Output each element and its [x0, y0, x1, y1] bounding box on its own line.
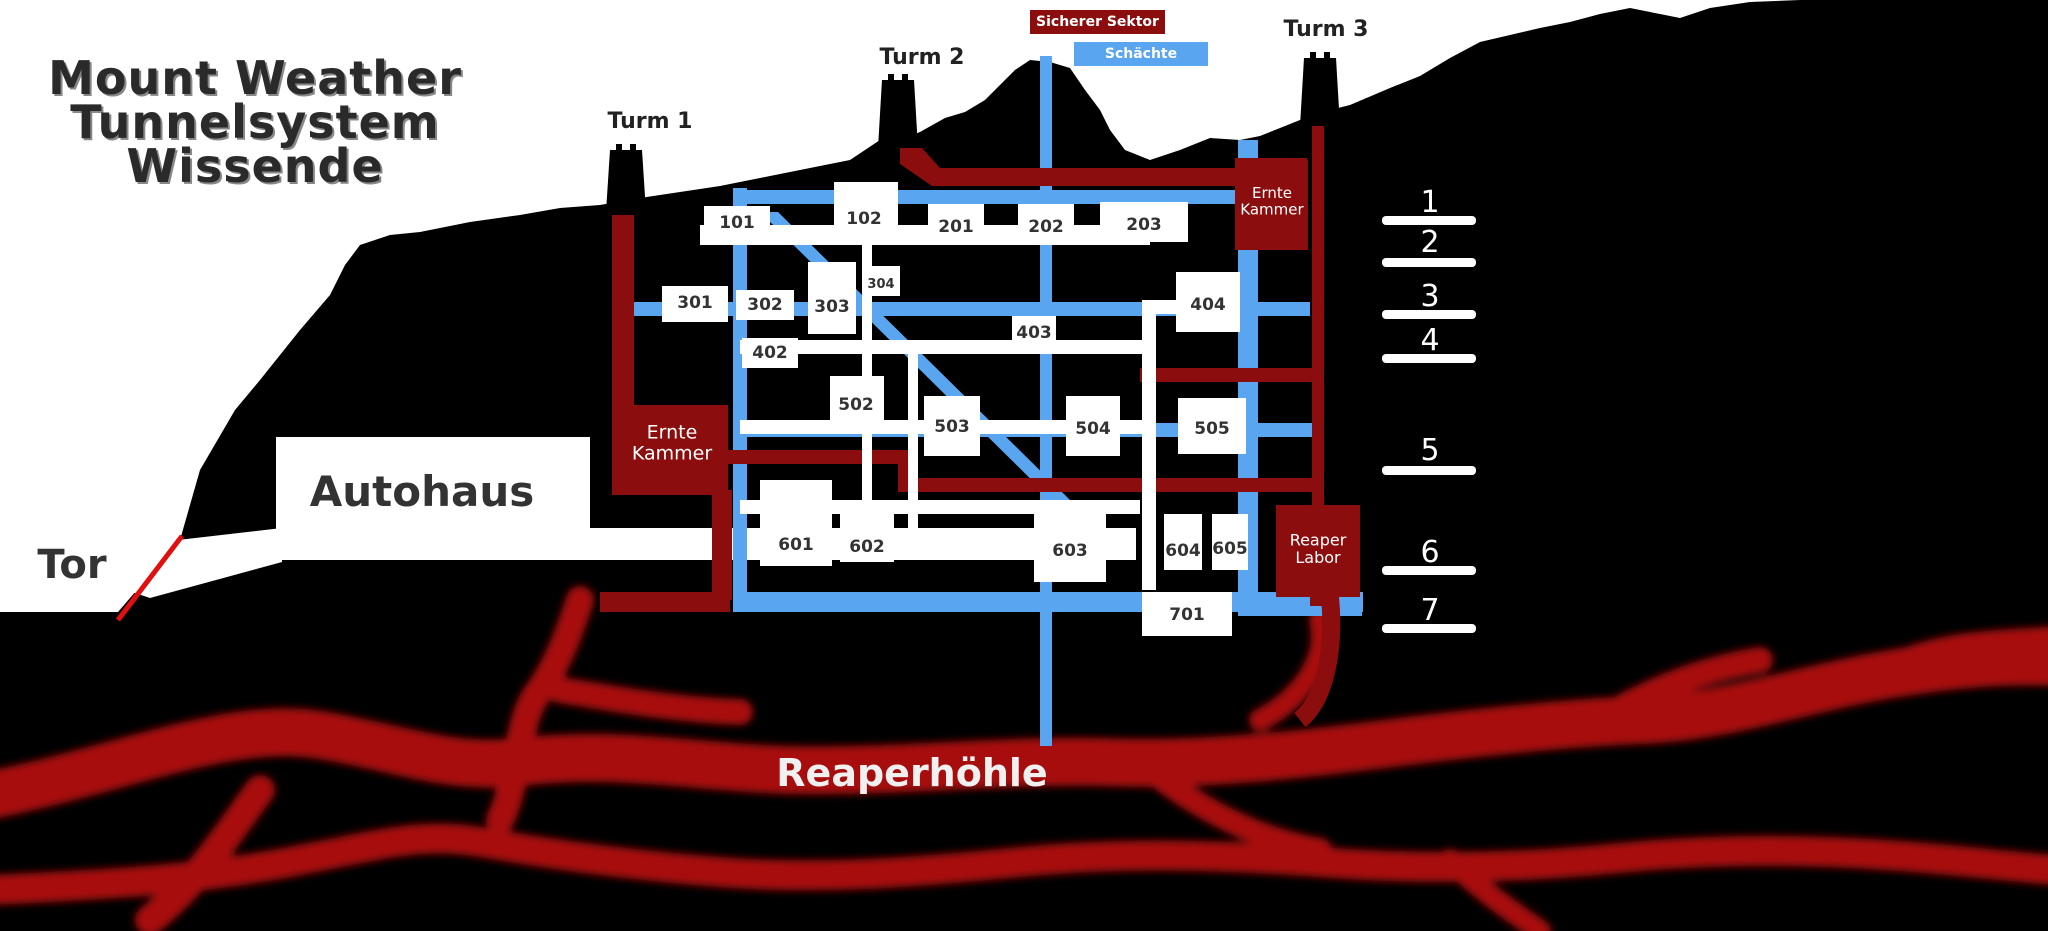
room-label: 403 — [1016, 323, 1052, 343]
level-markers — [1382, 216, 1476, 633]
title-line-2: Tunnelsystem — [70, 95, 440, 149]
room-102-block — [834, 182, 898, 230]
room-label: 304 — [867, 277, 894, 292]
room-label: 303 — [814, 297, 850, 317]
gate-line — [116, 534, 184, 622]
room-202-block — [1018, 204, 1074, 242]
tower-2-label: Turm 2 — [880, 45, 965, 70]
dark-void — [968, 262, 1028, 302]
reaper-cave — [0, 586, 2048, 931]
harvest-chamber-left-block — [615, 405, 728, 493]
tower-icons — [606, 52, 1340, 212]
room-505-block — [1178, 398, 1246, 454]
room-label: 601 — [778, 535, 814, 555]
room-label: 201 — [938, 217, 974, 237]
room-label: 701 — [1169, 605, 1205, 625]
room-label: 602 — [849, 537, 885, 557]
tower-2-icon — [878, 74, 918, 148]
legend-secure-sector: Sicherer Sektor — [1030, 10, 1165, 34]
room-label: 502 — [838, 395, 874, 415]
room-blocks — [662, 120, 1314, 636]
title-line-3: Wissende — [126, 139, 384, 193]
room-203-block — [1100, 202, 1188, 242]
level-number: 6 — [1420, 535, 1439, 570]
tower-3-icon — [1300, 52, 1340, 126]
room-label: 603 — [1052, 541, 1088, 561]
room-label: 102 — [846, 209, 882, 229]
room-603-block — [1034, 502, 1106, 582]
corridor-level-6 — [276, 528, 1136, 560]
tower-1-icon — [606, 144, 646, 212]
room-label: 504 — [1075, 419, 1111, 439]
room-404-block — [1176, 272, 1240, 332]
room-label: 101 — [719, 213, 755, 233]
room-402-block — [742, 338, 798, 368]
entry-tunnel — [132, 528, 282, 598]
level-number: 7 — [1420, 593, 1439, 628]
room-602-block — [840, 502, 894, 562]
autohaus-label: Autohaus — [310, 467, 534, 516]
room-label: 202 — [1028, 217, 1064, 237]
level-number: 4 — [1420, 323, 1439, 358]
room-604-block — [1164, 514, 1202, 570]
room-303-block — [808, 262, 856, 334]
tower-3-label: Turm 3 — [1284, 17, 1369, 42]
title-line-1: Mount Weather — [48, 51, 462, 105]
room-label: 203 — [1126, 215, 1162, 235]
room-304-block — [862, 266, 900, 296]
gate-label: Tor — [37, 542, 106, 588]
room-701-block — [1142, 592, 1232, 636]
tower-1-label: Turm 1 — [608, 109, 693, 134]
room-label: 301 — [677, 293, 713, 313]
room-label: 302 — [747, 295, 783, 315]
room-301-block — [662, 286, 728, 322]
room-label: 605 — [1212, 539, 1248, 559]
room-601-block — [760, 480, 832, 566]
harvest-chamber-right-block — [1235, 160, 1308, 250]
level-number: 1 — [1420, 185, 1439, 220]
room-label: 404 — [1190, 295, 1226, 315]
room-504-block — [1066, 396, 1120, 456]
level-number: 5 — [1420, 433, 1439, 468]
room-605-block — [1212, 514, 1248, 570]
room-503-block — [924, 396, 980, 456]
room-label: 402 — [752, 343, 788, 363]
room-502-block — [830, 376, 884, 432]
reaper-lab-block — [1276, 505, 1360, 597]
cave-label: Reaperhöhle — [776, 751, 1047, 795]
legend-shafts: Schächte — [1074, 42, 1208, 66]
room-label: 604 — [1165, 541, 1201, 561]
level-number: 2 — [1420, 225, 1439, 260]
room-label: 505 — [1194, 419, 1230, 439]
room-302-block — [736, 290, 794, 320]
room-101-block — [704, 206, 770, 236]
room-201-block — [928, 204, 984, 244]
map-title: Mount Weather Tunnelsystem Wissende — [40, 51, 470, 193]
room-403-block — [1012, 316, 1056, 348]
room-label: 503 — [934, 417, 970, 437]
level-number: 3 — [1420, 279, 1439, 314]
